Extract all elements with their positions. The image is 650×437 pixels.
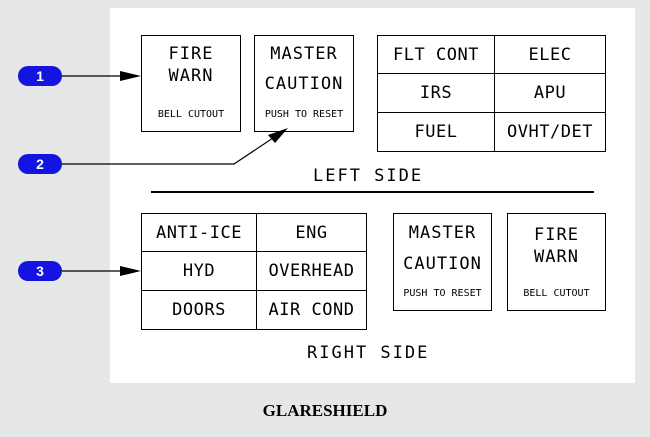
annunciator-ovht-det: OVHT/DET xyxy=(507,121,593,142)
left-side-label: LEFT SIDE xyxy=(313,166,424,186)
diagram-title: GLARESHIELD xyxy=(262,401,388,420)
leader-arrow-3 xyxy=(120,266,141,276)
right-master-caution-line2: CAUTION xyxy=(403,254,482,274)
leader-line-2 xyxy=(62,131,283,165)
left-master-caution-switch[interactable]: MASTER CAUTION PUSH TO RESET xyxy=(254,35,354,132)
left-fire-warn-sub: BELL CUTOUT xyxy=(157,109,225,120)
right-fire-warn-line2: WARN xyxy=(534,247,579,267)
right-side-label: RIGHT SIDE xyxy=(307,343,430,363)
callout-1: 1 xyxy=(18,66,62,86)
annunciator-overhead: OVERHEAD xyxy=(257,252,366,291)
annunciator-irs: IRS xyxy=(378,74,495,113)
annunciator-hyd: HYD xyxy=(142,252,257,291)
right-annunciator-panel: ANTI-ICE ENG HYD OVERHEAD DOORS AIR COND xyxy=(141,213,367,330)
right-master-caution-sub: PUSH TO RESET xyxy=(403,288,482,299)
left-master-caution-line2: CAUTION xyxy=(264,74,344,94)
annunciator-fuel: FUEL xyxy=(378,112,495,151)
left-master-caution-line1: MASTER xyxy=(270,44,338,64)
annunciator-anti-ice: ANTI-ICE xyxy=(142,214,257,253)
left-fire-warn-line1: FIRE xyxy=(168,44,214,64)
annunciator-air-cond: AIR COND xyxy=(268,299,355,320)
annunciator-eng: ENG xyxy=(257,214,366,253)
callout-2: 2 xyxy=(18,154,62,174)
divider-line xyxy=(151,191,594,193)
annunciator-apu: APU xyxy=(495,74,605,113)
right-fire-warn-line1: FIRE xyxy=(534,225,579,245)
left-fire-warn-line2: WARN xyxy=(168,66,214,86)
left-fire-warn-switch[interactable]: FIRE WARN BELL CUTOUT xyxy=(141,35,241,132)
annunciator-elec: ELEC xyxy=(495,36,605,75)
callout-3: 3 xyxy=(18,261,62,281)
right-master-caution-line1: MASTER xyxy=(408,223,477,243)
left-annunciator-panel: FLT CONT ELEC IRS APU FUEL OVHT/DET xyxy=(377,35,606,152)
annunciator-doors: DOORS xyxy=(142,290,257,329)
right-fire-warn-sub: BELL CUTOUT xyxy=(523,288,590,299)
right-master-caution-switch[interactable]: MASTER CAUTION PUSH TO RESET xyxy=(393,213,492,311)
leader-arrow-2 xyxy=(268,128,288,143)
leader-arrow-1 xyxy=(120,71,141,81)
annunciator-flt-cont: FLT CONT xyxy=(378,36,495,75)
right-fire-warn-switch[interactable]: FIRE WARN BELL CUTOUT xyxy=(507,213,606,311)
left-master-caution-sub: PUSH TO RESET xyxy=(264,109,344,120)
